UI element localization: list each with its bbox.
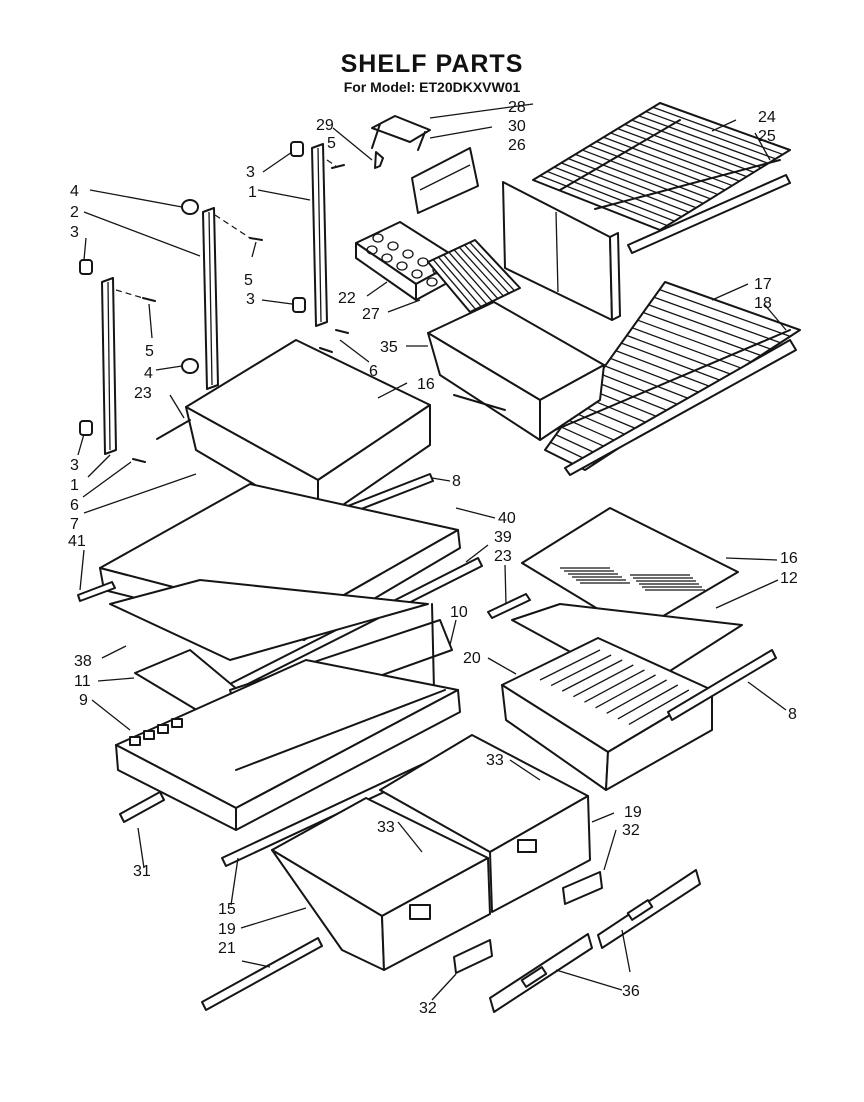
callout-3: 3 xyxy=(246,164,255,181)
callout-24: 24 xyxy=(758,109,776,126)
clips-and-screws xyxy=(79,141,349,463)
rack-27 xyxy=(427,239,521,313)
callout-5: 5 xyxy=(244,272,253,289)
callout-16: 16 xyxy=(780,550,798,567)
callout-16: 16 xyxy=(417,376,435,393)
handle-bracket-32a xyxy=(453,939,493,974)
callout-21: 21 xyxy=(218,940,236,957)
callout-12: 12 xyxy=(780,570,798,587)
callout-1: 1 xyxy=(70,477,79,494)
callout-23: 23 xyxy=(494,548,512,565)
callout-numbers: 28 29 30 5 26 24 25 3 1 4 2 3 5 22 3 27 … xyxy=(68,99,798,1017)
callout-10: 10 xyxy=(450,604,468,621)
callout-31: 31 xyxy=(133,863,151,880)
wire-shelf-lower xyxy=(544,281,801,471)
shelf-trim-25 xyxy=(627,174,791,254)
callout-9: 9 xyxy=(79,692,88,709)
rail-middle xyxy=(202,207,219,390)
callout-19: 19 xyxy=(218,921,236,938)
leader-lines xyxy=(77,103,787,1001)
callout-3: 3 xyxy=(246,291,255,308)
callout-8: 8 xyxy=(788,706,797,723)
rail-left xyxy=(101,277,117,455)
callout-29: 29 xyxy=(316,117,334,134)
callout-5: 5 xyxy=(327,135,336,152)
bracket-28 xyxy=(371,115,431,151)
plate-30 xyxy=(411,147,479,214)
callout-40: 40 xyxy=(498,510,516,527)
callout-33: 33 xyxy=(486,752,504,769)
callout-4: 4 xyxy=(70,183,79,200)
callout-11: 11 xyxy=(74,673,91,690)
callout-23: 23 xyxy=(134,385,152,402)
callout-7: 7 xyxy=(70,516,79,533)
callout-5: 5 xyxy=(145,343,154,360)
callout-15: 15 xyxy=(218,901,236,918)
callout-17: 17 xyxy=(754,276,772,293)
callout-22: 22 xyxy=(338,290,356,307)
callout-35: 35 xyxy=(380,339,398,356)
callout-36: 36 xyxy=(622,983,640,1000)
callout-6: 6 xyxy=(369,363,378,380)
callout-20: 20 xyxy=(463,650,481,667)
wire-shelf-upper xyxy=(532,102,791,231)
diagram-title: SHELF PARTS xyxy=(340,50,524,78)
callout-32: 32 xyxy=(622,822,640,839)
callout-32: 32 xyxy=(419,1000,437,1017)
callout-27: 27 xyxy=(362,306,380,323)
callout-28: 28 xyxy=(508,99,526,116)
callout-41: 41 xyxy=(68,533,86,550)
handle-36b xyxy=(597,869,701,949)
callout-18: 18 xyxy=(754,295,772,312)
callout-19: 19 xyxy=(624,804,642,821)
callout-33: 33 xyxy=(377,819,395,836)
callout-25: 25 xyxy=(758,128,776,145)
crisper-drawer-back xyxy=(379,734,591,913)
drawer-20 xyxy=(501,637,777,791)
callout-38: 38 xyxy=(74,653,92,670)
rail-right xyxy=(311,143,328,327)
callout-2: 2 xyxy=(70,204,79,221)
callout-3: 3 xyxy=(70,457,79,474)
callout-8: 8 xyxy=(452,473,461,490)
screw-29 xyxy=(374,151,384,169)
partition-26 xyxy=(502,181,621,321)
callout-4: 4 xyxy=(144,365,153,382)
callout-3: 3 xyxy=(70,224,79,241)
pan-35 xyxy=(427,301,605,441)
callout-26: 26 xyxy=(508,137,526,154)
callout-30: 30 xyxy=(508,118,526,135)
callout-6: 6 xyxy=(70,497,79,514)
handle-36a xyxy=(489,933,593,1013)
callout-1: 1 xyxy=(248,184,257,201)
crisper-drawer-front xyxy=(271,797,491,971)
handle-bracket-32b xyxy=(562,871,603,905)
glass-shelf-16-right xyxy=(487,507,743,691)
callout-39: 39 xyxy=(494,529,512,546)
trim-21 xyxy=(201,937,323,1011)
shelf-trim-18 xyxy=(564,339,797,476)
model-subtitle: For Model: ET20DKXVW01 xyxy=(343,79,521,95)
